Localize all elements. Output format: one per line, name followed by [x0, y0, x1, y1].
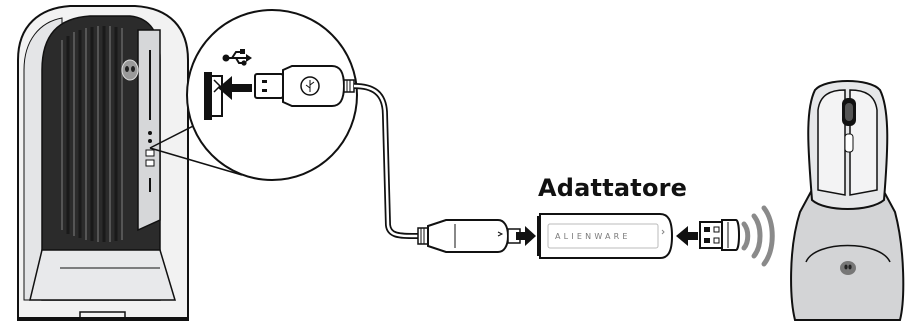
cable-connector [417, 219, 521, 253]
arrow-right-icon [516, 226, 536, 246]
wireless-adapter: ALIENWARE [537, 213, 674, 259]
usb-icon [222, 49, 252, 66]
arrow-left-icon [676, 226, 698, 246]
usb-port [204, 72, 223, 120]
arrow-into-port-icon [218, 76, 252, 100]
usb-cable [353, 83, 450, 239]
gaming-mouse [790, 80, 905, 321]
usb-dongle [699, 219, 740, 251]
adapter-label: Adattatore [538, 174, 688, 202]
alien-logo-icon [121, 59, 139, 81]
desktop-tower [17, 5, 189, 321]
wireless-waves-icon [741, 205, 775, 267]
port-zoom-callout [149, 9, 358, 181]
usb-plug [254, 65, 355, 107]
adapter-brand-text: ALIENWARE [555, 232, 631, 241]
